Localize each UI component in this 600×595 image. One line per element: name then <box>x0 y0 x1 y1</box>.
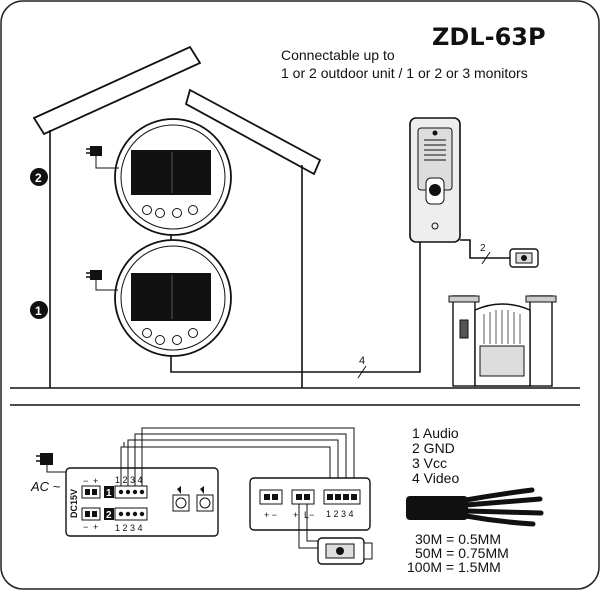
house-cable <box>170 240 421 373</box>
outdoor-power-terminal <box>259 489 283 505</box>
outdoor-camera-icon <box>432 130 438 136</box>
speaker-switch-icon <box>172 486 190 512</box>
monitor-upper-screen <box>131 150 211 195</box>
dc-label: DC15V <box>69 489 79 518</box>
port-2-connector <box>114 507 148 521</box>
lock-cable-count-label: 2 <box>480 243 486 254</box>
monitor-upper-menu-button[interactable] <box>188 205 198 215</box>
gate-illustration <box>448 295 557 387</box>
capacity-line-1: Connectable up to <box>281 47 395 63</box>
dc-output-terminal <box>81 507 101 521</box>
dc-input-terminal <box>81 485 101 499</box>
outdoor-signal-terminal <box>323 489 361 505</box>
spec-30m: 30M = 0.5MM <box>415 531 501 547</box>
outdoor-pm-label: + − <box>264 510 277 520</box>
spec-50m: 50M = 0.75MM <box>415 545 509 561</box>
port-2-numbers: 1 2 3 4 <box>115 523 143 533</box>
cable-count-slash <box>357 365 367 379</box>
port-2-badge <box>104 508 114 520</box>
monitor-lower <box>114 239 232 357</box>
electric-lock-icon <box>509 248 539 268</box>
spec-100m: 100M = 1.5MM <box>407 559 501 575</box>
legend-item-vcc: 3 Vcc <box>412 455 447 471</box>
dc-minus-label: − <box>83 476 88 486</box>
monitor-lower-talk-button[interactable] <box>142 328 152 338</box>
outdoor-call-button[interactable] <box>429 184 441 196</box>
lock-device-icon <box>317 537 373 565</box>
monitor-upper-talk-button[interactable] <box>142 205 152 215</box>
roof-left <box>32 45 202 136</box>
floor-marker-2: 2 <box>30 168 48 186</box>
outdoor-signal-numbers: 1 2 3 4 <box>326 509 354 519</box>
dc-plus-label: + <box>93 476 98 486</box>
svg-text:2: 2 <box>106 510 112 521</box>
floor-marker-1: 1 <box>30 301 48 319</box>
roof-right <box>184 88 322 176</box>
wire-legend: 1 Audio 2 GND 3 Vcc 4 Video <box>412 425 459 486</box>
monitor-lower-monitor-button[interactable] <box>155 335 165 345</box>
ac-label: AC ~ <box>30 479 61 494</box>
svg-text:1: 1 <box>106 488 112 499</box>
monitor-upper-monitor-button[interactable] <box>155 208 165 218</box>
capacity-line-2: 1 or 2 outdoor unit / 1 or 2 or 3 monito… <box>281 65 528 81</box>
cable-illustration <box>406 487 544 527</box>
dc-out-plus-label: + <box>93 522 98 532</box>
outdoor-unit <box>409 117 461 243</box>
legend-item-video: 4 Video <box>412 470 459 486</box>
model-title: ZDL-63P <box>432 23 546 51</box>
cable-specs: 30M = 0.5MM 50M = 0.75MM 100M = 1.5MM <box>407 531 509 575</box>
port-1-badge <box>104 486 114 498</box>
outdoor-lock-plus-label: + <box>293 510 298 520</box>
port-1-connector <box>114 485 148 499</box>
power-adapter-lower-icon <box>86 270 118 291</box>
monitor-upper-unlock-button[interactable] <box>172 208 182 218</box>
dc-out-minus-label: − <box>83 522 88 532</box>
monitor-upper <box>114 118 232 236</box>
cable-count-label: 4 <box>359 355 365 367</box>
legend-item-gnd: 2 GND <box>412 440 455 456</box>
monitor-lower-menu-button[interactable] <box>188 328 198 338</box>
volume-switch-icon <box>196 486 214 512</box>
legend-item-audio: 1 Audio <box>412 425 459 441</box>
svg-text:2: 2 <box>35 171 42 185</box>
port-1-numbers: 1 2 3 4 <box>115 475 143 485</box>
monitor-lower-screen <box>131 273 211 321</box>
outdoor-lock-minus-label: L− <box>304 510 314 520</box>
power-adapter-upper-icon <box>86 146 119 169</box>
svg-text:1: 1 <box>35 304 42 318</box>
lock-cable <box>460 239 510 259</box>
house-illustration <box>10 45 580 389</box>
monitor-lower-unlock-button[interactable] <box>172 335 182 345</box>
outdoor-lock-terminal <box>291 489 315 505</box>
